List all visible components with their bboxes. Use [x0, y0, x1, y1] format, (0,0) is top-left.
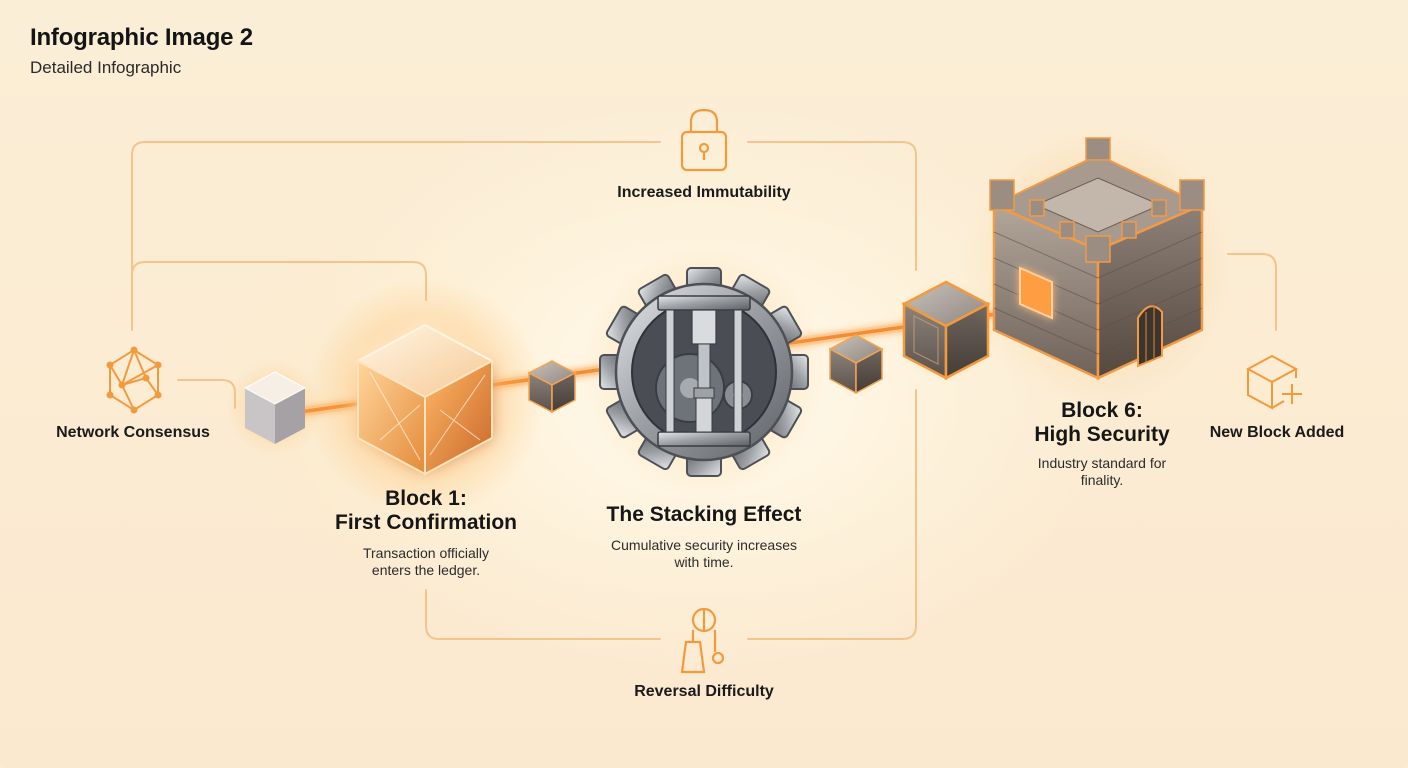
block1-description: Transaction officially enters the ledger…: [362, 545, 490, 578]
reversal-difficulty-label: Reversal Difficulty: [634, 683, 774, 700]
network-consensus-label: Network Consensus: [56, 424, 210, 441]
block6-caption: Block 6: High Security Industry standard…: [1002, 399, 1202, 489]
small-block-cube-icon: [828, 334, 884, 395]
small-block-cube-icon: [527, 360, 577, 414]
block1-cube-icon: [305, 278, 545, 518]
stacking-description: Cumulative security increases with time.: [611, 537, 797, 570]
block6-title: Block 6: High Security: [1034, 399, 1170, 446]
new-block-label: New Block Added: [1209, 424, 1345, 441]
block1-title: Block 1: First Confirmation: [335, 487, 517, 534]
network-mesh-icon: [106, 346, 162, 414]
stacking-caption: The Stacking Effect Cumulative security …: [584, 503, 824, 571]
fortress-icon: [963, 125, 1233, 405]
weight-icon: [680, 607, 725, 674]
padlock-icon: [680, 108, 728, 172]
small-glass-cube-icon: [227, 360, 323, 456]
block1-caption: Block 1: First Confirmation Transaction …: [316, 487, 536, 579]
block6-description: Industry standard for finality.: [1037, 455, 1167, 488]
gear-press-icon: [579, 247, 829, 497]
page-subtitle: Detailed Infographic: [30, 58, 182, 77]
page-title: Infographic Image 2: [30, 24, 253, 51]
immutability-label: Increased Immutability: [617, 184, 791, 201]
cube-plus-icon: [1245, 354, 1302, 410]
stacking-title: The Stacking Effect: [606, 503, 802, 526]
connector-lines: [131, 141, 1277, 640]
header: Infographic Image 2 Detailed Infographic: [30, 24, 253, 78]
